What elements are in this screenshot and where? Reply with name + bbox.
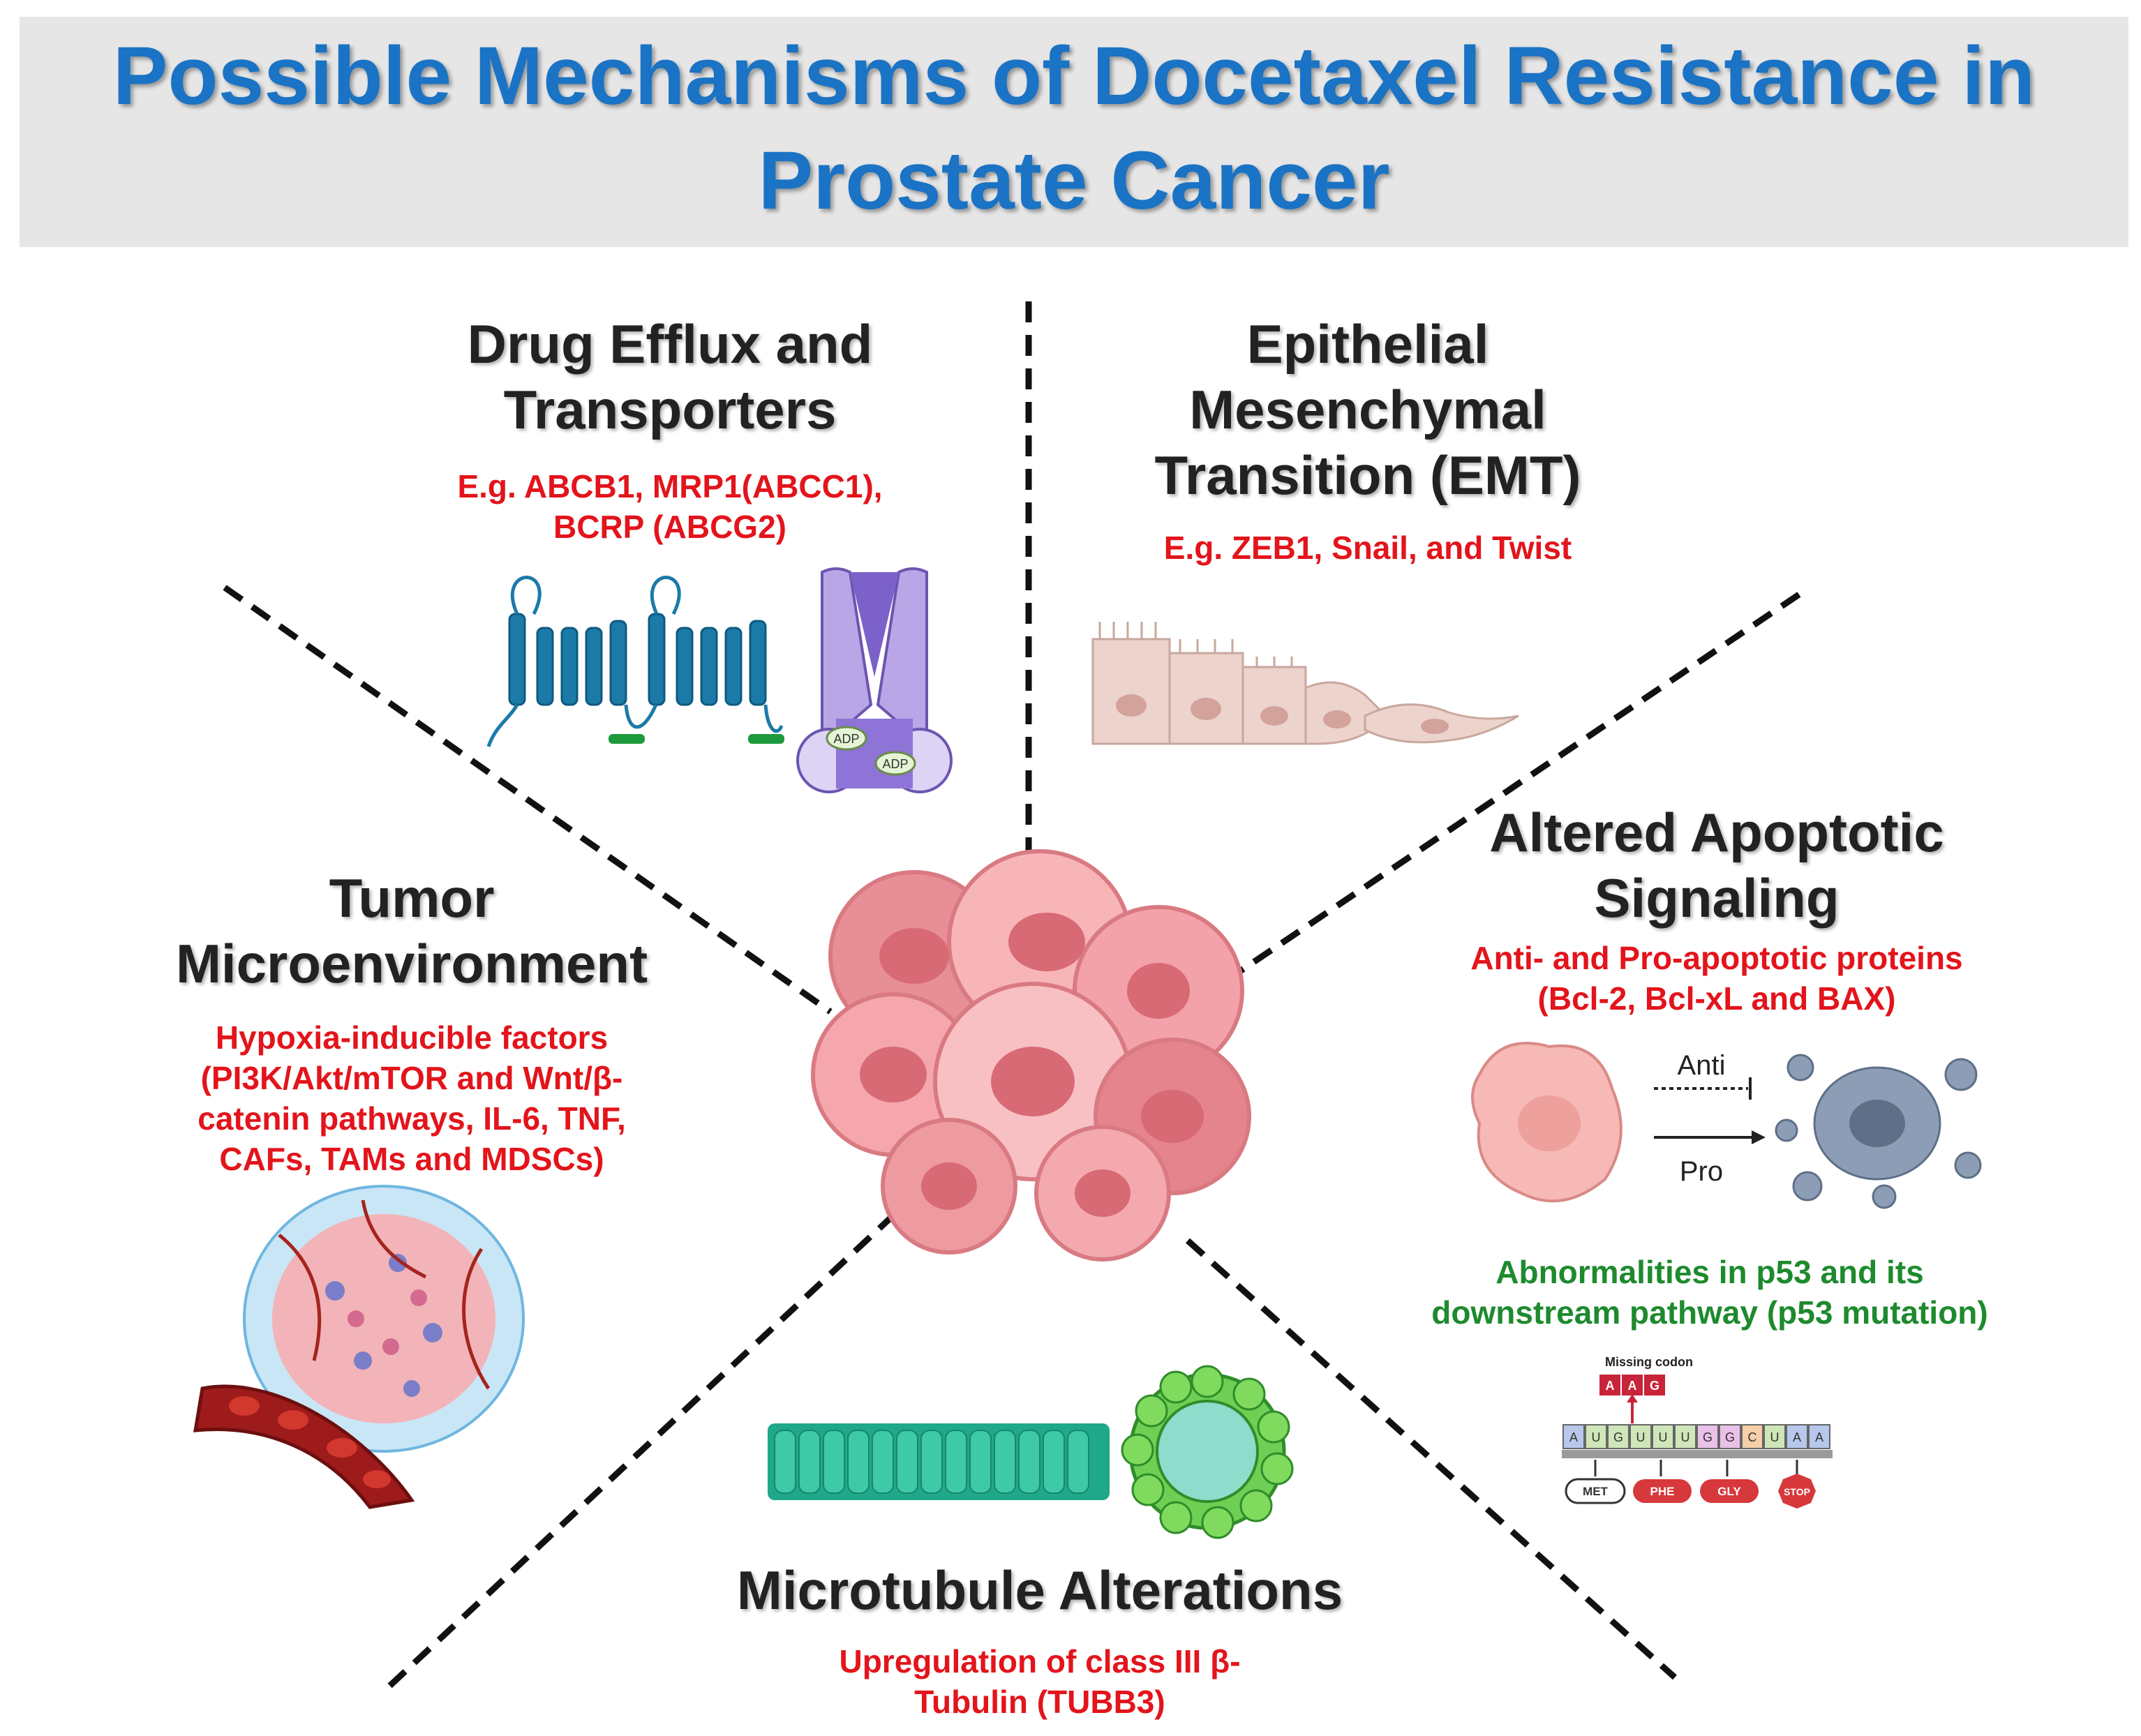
tumor-microenvironment-heading: Tumor Microenvironment [175,867,648,994]
p53-mutation-illustration: Missing codon A A G A U G U U U G G C U … [1562,1355,1833,1509]
tumor-microenvironment-details: Hypoxia-inducible factors (PI3K/Akt/mTOR… [197,1019,626,1177]
emt-cells-illustration [1091,622,1519,745]
codon-11: A [1793,1430,1801,1444]
microtubule-details: Upregulation of class III β-Tubulin (TUB… [839,1643,1241,1720]
codon-1: A [1569,1430,1578,1444]
codon-10: U [1770,1430,1780,1444]
p53-text: Abnormalities in p53 and its downstream … [1431,1254,1988,1331]
missing-codon-2: A [1628,1379,1637,1393]
drug-efflux-examples: E.g. ABCB1, MRP1(ABCC1), BCRP (ABCG2) [457,468,883,545]
amino-acid-1: MET [1583,1485,1609,1498]
codon-8: G [1725,1430,1735,1444]
emt-examples: E.g. ZEB1, Snail, and Twist [1163,530,1572,566]
amino-acid-2: PHE [1650,1485,1675,1498]
divider-upper-right [1228,592,1801,981]
apoptotic-details: Anti- and Pro-apoptotic proteins (Bcl-2,… [1470,940,1963,1017]
amino-acid-3: GLY [1717,1485,1741,1498]
microtubule-heading: Microtubule Alterations [736,1559,1343,1621]
membrane-transporter-illustration [486,576,784,747]
anti-label: Anti [1678,1050,1726,1081]
codon-7: G [1703,1430,1713,1444]
divider-upper-left [223,585,833,1015]
codon-9: C [1748,1430,1757,1444]
page-title: Possible Mechanisms of Docetaxel Resista… [112,30,2036,227]
adp-label-2: ADP [882,757,908,771]
missing-codon-1: A [1606,1379,1615,1393]
pro-label: Pro [1680,1156,1723,1187]
codon-5: U [1659,1430,1668,1444]
codon-strip [1562,1424,1830,1449]
divider-lower-right [1185,1238,1678,1680]
abc-transporter-illustration: ADP ADP [796,567,953,793]
codon-12: A [1815,1430,1823,1444]
missing-codon-label: Missing codon [1605,1355,1693,1369]
amino-acid-4: STOP [1784,1486,1810,1497]
apoptotic-heading: Altered Apoptotic Signaling [1489,802,1944,929]
apoptosis-illustration: Anti Pro [1471,1042,1982,1209]
microtubule-illustration [768,1365,1294,1539]
tumor-microenvironment-illustration [193,1185,525,1509]
divider-lower-left [381,1211,897,1694]
missing-codon-box: A A G [1599,1375,1665,1395]
codon-2: U [1592,1430,1601,1444]
tumor-cell-cluster [811,849,1251,1262]
title-bar [20,17,2128,247]
codon-3: G [1613,1430,1623,1444]
codon-6: U [1681,1430,1690,1444]
adp-label-1: ADP [833,732,859,746]
emt-heading: Epithelial Mesenchymal Transition (EMT) [1154,313,1581,506]
drug-efflux-heading: Drug Efflux and Transporters [467,313,873,440]
codon-4: U [1636,1430,1646,1444]
missing-codon-3: G [1650,1379,1659,1393]
